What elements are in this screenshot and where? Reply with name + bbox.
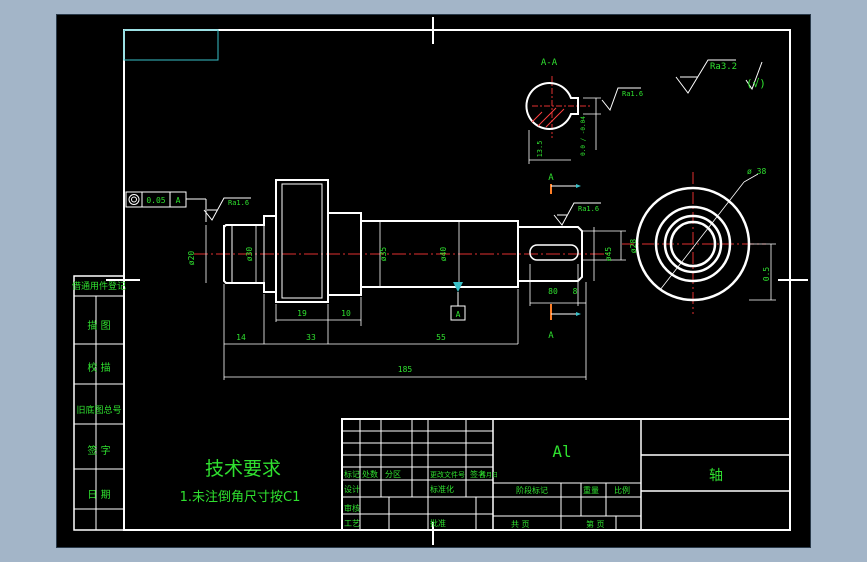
roughness-keyway: Ra1.6 [622,90,643,98]
tb-mark: 标记 [344,469,360,479]
tb-count: 处数 [362,469,378,479]
diam-2: ø35 [379,247,388,262]
cut-label-bottom: A [548,331,554,341]
gdt-frame [125,191,207,222]
tb-page: 第 页 [586,519,605,529]
roughness-right-symbol [553,202,601,226]
dim-10: 10 [341,309,351,318]
tb-weight: 重量 [583,485,599,495]
shaft-dimensions [205,221,626,380]
section-dim-right: 0.0 / -0.04 [580,116,587,156]
title-block-labels: 标记 处数 分区 更改文件号 签名 年月日 设计 标准化 阶段标记 重量 比例 … [344,469,630,529]
diam-5: ø28 [629,239,638,254]
tech-title: 技术要求 [205,458,281,480]
side-label-1: 描 图 [87,319,110,332]
gdt-datum: A [176,196,181,205]
roughness-left: Ra1.6 [228,199,249,207]
datum-tag: A [456,310,461,319]
section-label: A-A [541,58,558,68]
section-cut-markers [550,184,581,320]
side-label-5: 日 期 [87,489,110,501]
title-stub-box [123,29,219,61]
datum-marker [450,282,466,321]
material-label: Al [552,442,571,461]
section-dim-bottom: 13.5 [536,141,544,158]
diam-0: ø20 [187,251,196,266]
side-label-3: 旧底图总号 [76,404,121,416]
cut-label-top: A [548,173,554,183]
gdt-tolerance: 0.05 [146,196,165,205]
roughness-right: Ra1.6 [578,205,599,213]
dim-55: 55 [436,333,446,342]
tb-review: 审核 [344,503,360,513]
tb-sign: 签名 [470,469,486,479]
dim-total: 185 [398,365,413,374]
tb-design: 设计 [344,484,360,494]
tb-stage: 阶段标记 [516,485,548,495]
end-view [622,172,776,314]
side-label-4: 签 字 [87,444,110,457]
dim-19: 19 [297,309,307,318]
roughness-paren: (√) [746,77,766,90]
tb-change: 更改文件号 [430,470,465,479]
diam-3: ø40 [439,247,448,262]
dim-14: 14 [236,333,246,342]
tb-total-pages: 共 页 [511,520,530,529]
dim-33: 33 [306,333,316,342]
title-block [341,418,791,531]
tb-scale: 比例 [614,485,630,495]
dim-8: 8 [573,287,578,296]
side-label-2: 校 描 [87,361,110,374]
drawing-sheet[interactable]: 借通用件登记 描 图 校 描 旧底图总号 签 字 日 期 标记 处数 [56,14,811,548]
tb-approve: 批准 [430,518,446,528]
drawing-canvas: 借通用件登记 描 图 校 描 旧底图总号 签 字 日 期 标记 处数 [72,17,808,545]
end-side: 0.5 [762,267,771,282]
shaft-dim-text: 14 33 19 10 55 80 8 185 ø20 ø30 ø35 ø40 … [187,239,638,374]
roughness-main-symbol [675,59,763,94]
roughness-left-symbol [203,197,251,221]
part-name: 轴 [709,468,723,484]
end-diam: ø 38 [747,167,766,176]
tb-standard: 标准化 [430,484,454,494]
section-aa-view [525,76,641,164]
diam-1: ø30 [245,247,254,262]
side-column [73,275,125,531]
tb-process: 工艺 [344,519,360,528]
tech-note: 1.未注倒角尺寸按C1 [180,490,301,505]
dim-80: 80 [548,287,558,296]
side-label-0: 借通用件登记 [72,280,126,292]
tb-zone: 分区 [385,470,401,479]
shaft-main-view [194,179,608,303]
roughness-main: Ra3.2 [710,62,737,72]
diam-4: ø45 [604,247,613,262]
tb-date: 年月日 [480,471,498,479]
